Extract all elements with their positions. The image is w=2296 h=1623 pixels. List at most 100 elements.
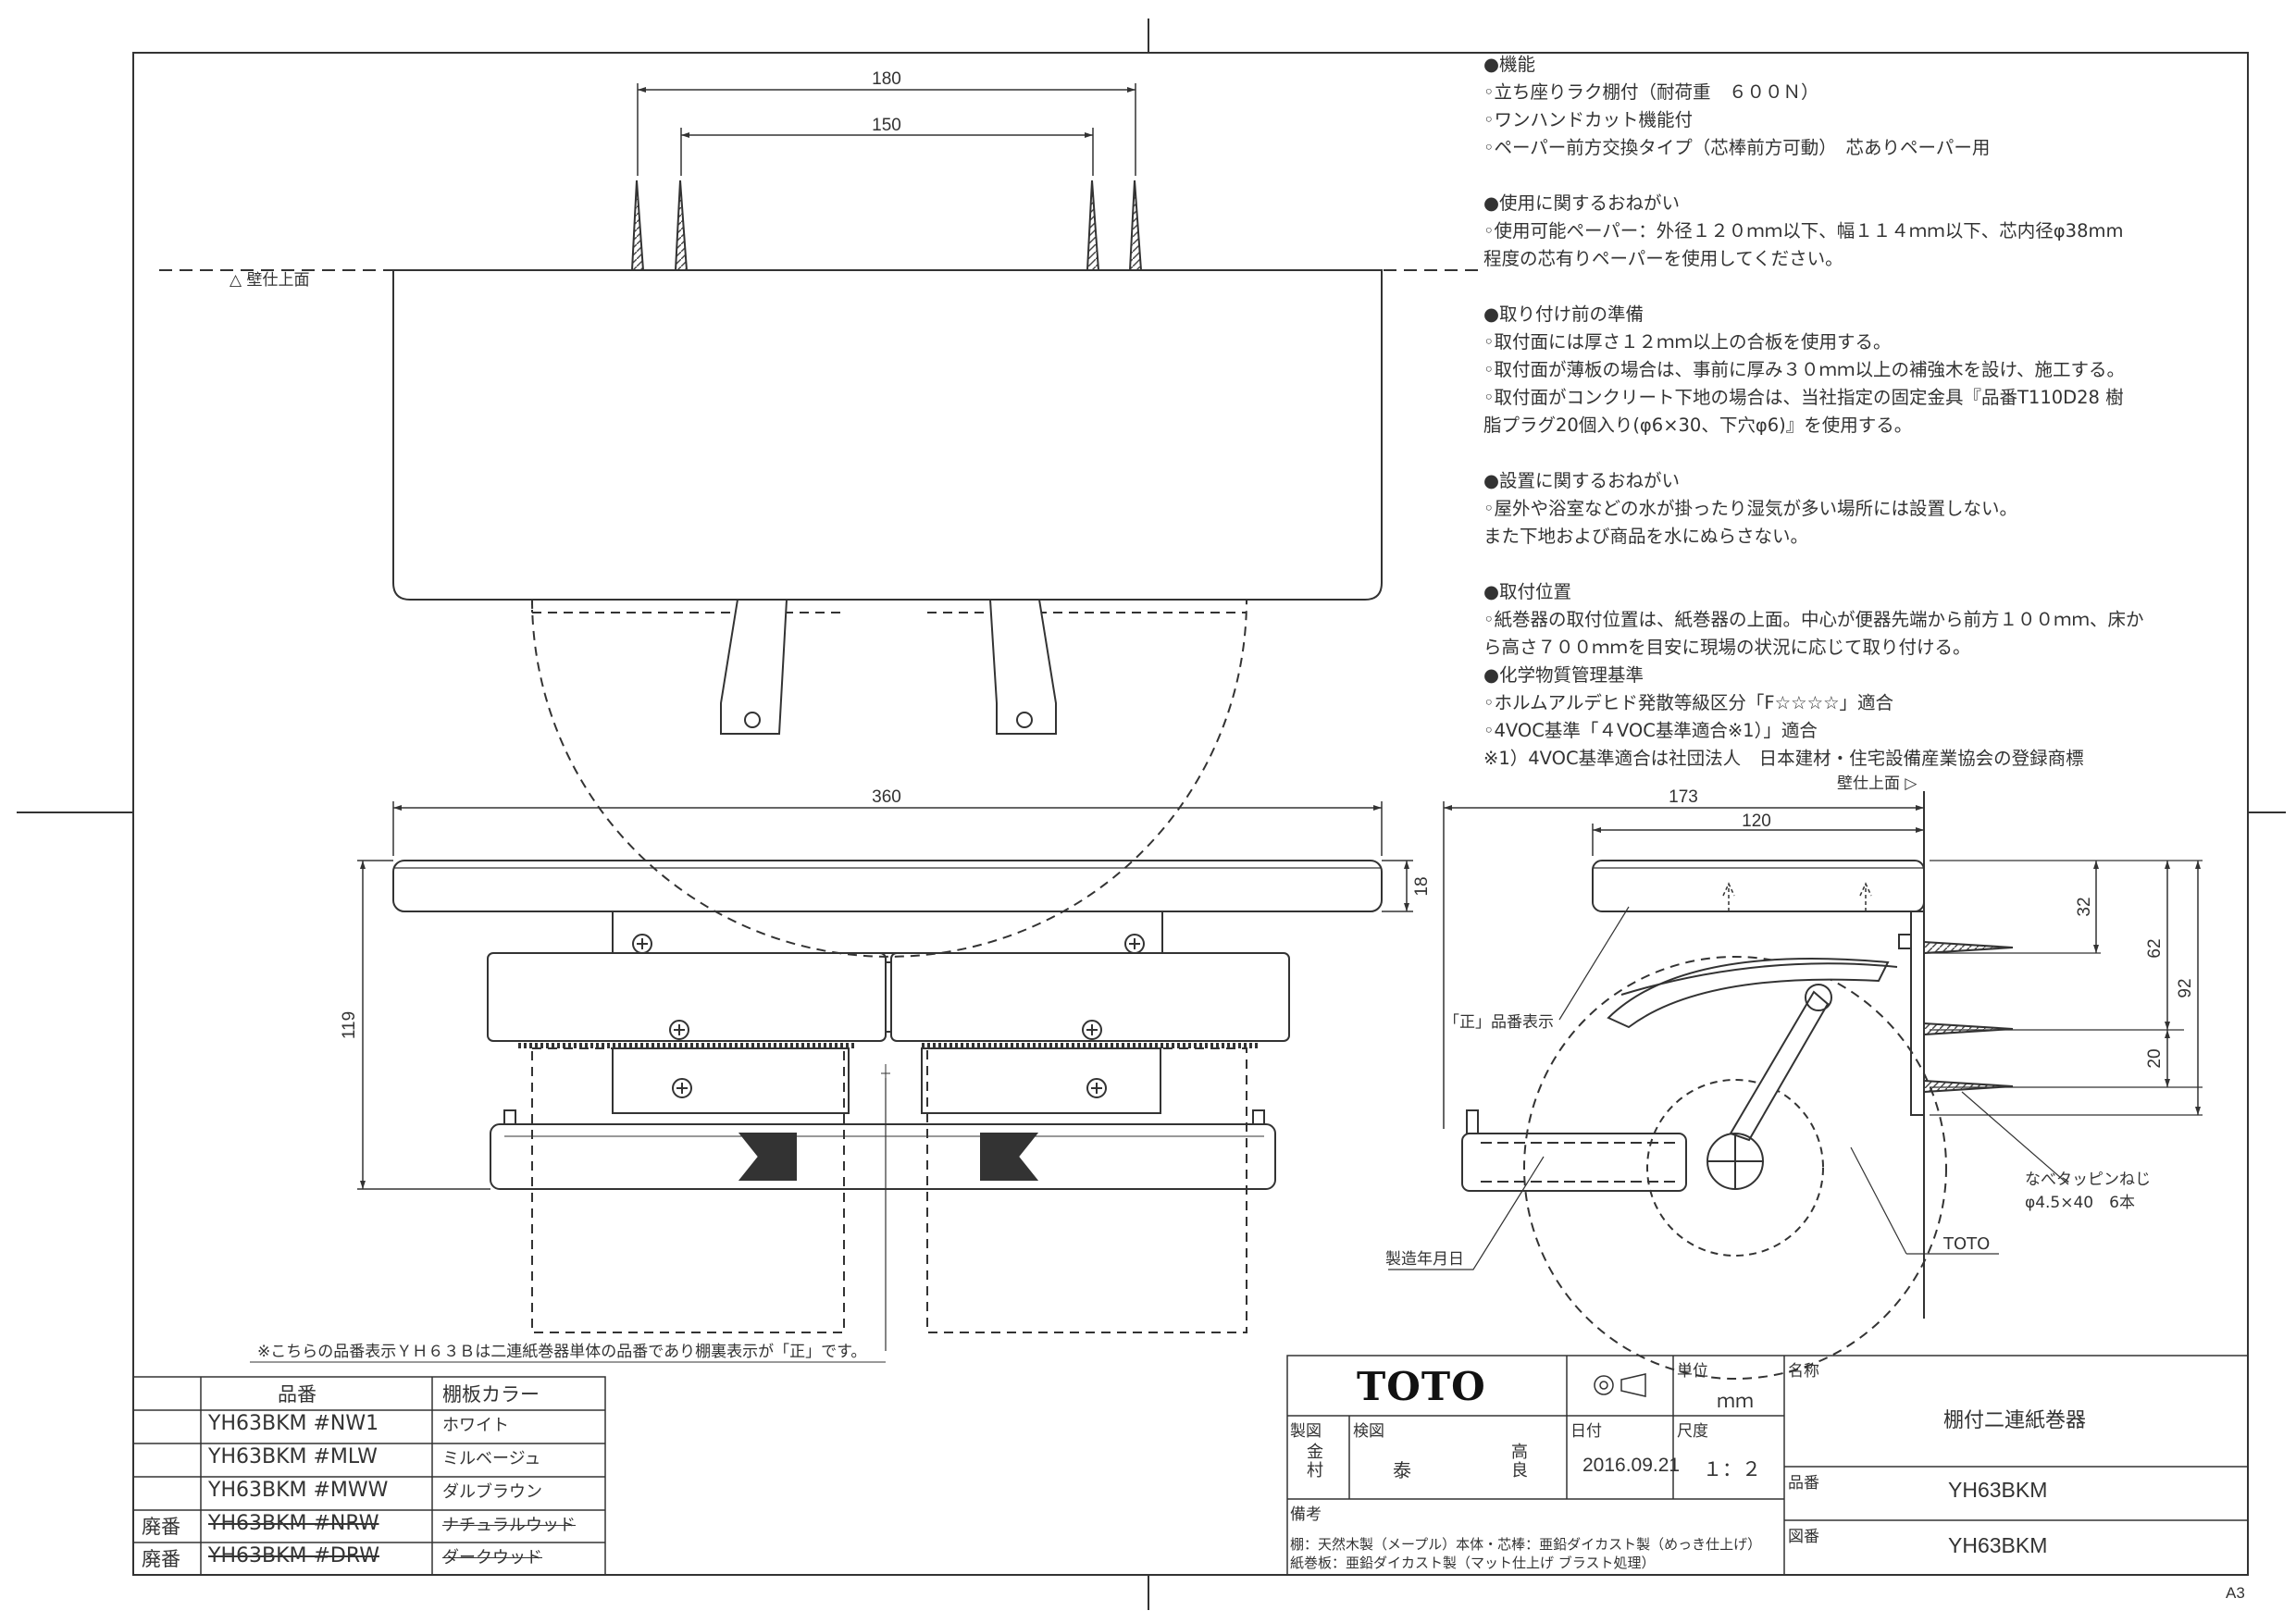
arm-right [988, 599, 1057, 735]
side-screws [1923, 940, 2014, 1094]
note-line: ◦取付面には厚さ１２ｍｍ以上の合板を使用する。 [1483, 331, 1892, 353]
row-status: 廃番 [142, 1548, 180, 1570]
shelf-plan [392, 269, 1383, 601]
row-product-code: YH63BKM #DRW [208, 1544, 379, 1567]
side-cutter [1607, 958, 1890, 1029]
title-block-grid [1286, 1355, 2249, 1576]
footnote-text: ※こちらの品番表示ＹＨ６３Ｂは二連紙巻器単体の品番であり棚裏表示が「正」です。 [257, 1342, 866, 1361]
toto-mark-label: TOTO [1942, 1234, 1990, 1254]
dim-62-label: 62 [2145, 938, 2165, 958]
checked-by-1: 泰 [1393, 1459, 1411, 1481]
note-heading: ●機能 [1483, 54, 1536, 75]
wall-finish-label-side: 壁仕上面 ▷ [1837, 774, 1917, 793]
note-line: ◦4VOC基準「４VOC基準適合※1）」適合 [1483, 720, 1818, 741]
date-value: 2016.09.21 [1582, 1455, 1681, 1476]
table-header-code: 品番 [278, 1383, 316, 1406]
note-line: ◦ホルムアルデヒド発散等級区分「F☆☆☆☆」適合 [1483, 692, 1894, 713]
hidden-roll-right [926, 1047, 1247, 1333]
name-value: 棚付二連紙巻器 [1943, 1409, 2087, 1432]
unit-value: ｍｍ [1717, 1390, 1754, 1412]
cutter-cover-left [487, 952, 887, 1042]
plate-left [612, 1047, 850, 1114]
holder-rod [490, 1123, 1276, 1190]
wall-finish-label-top: △ 壁仕上面 [230, 271, 309, 290]
top-view [159, 83, 1481, 958]
dim-18-label: 18 [1412, 876, 1432, 896]
note-line: ※1）4VOC基準適合は社団法人 日本建材・住宅設備産業協会の登録商標 [1483, 748, 2084, 769]
rod-clip-right [980, 1133, 1039, 1181]
note-line: ◦取付面がコンクリート下地の場合は、当社指定の固定金具『品番T110D28 樹 [1483, 387, 2124, 408]
leader-screw [1961, 1091, 2069, 1185]
leader-toto [1850, 1146, 1907, 1255]
side-arm [1729, 990, 1830, 1142]
row-shelf-color: ダルブラウン [442, 1482, 542, 1502]
note-line: ◦紙巻器の取付位置は、紙巻器の上面。中心が便器先端から前方１００ｍｍ、床か [1483, 609, 2144, 630]
row-status: 廃番 [142, 1516, 180, 1538]
side-rod [1461, 1133, 1687, 1192]
product-mark-label: 「正」品番表示 [1444, 1013, 1554, 1032]
shelf-side [1592, 860, 1925, 912]
note-heading: ●取り付け前の準備 [1483, 304, 1644, 325]
note-heading: ●化学物質管理基準 [1483, 664, 1644, 686]
plate-right [921, 1047, 1161, 1114]
row-product-code: YH63BKM #MLW [208, 1445, 378, 1468]
screw-size-label: φ4.5×40 6本 [2025, 1194, 2135, 1212]
name-label: 名称 [1788, 1362, 1819, 1381]
row-product-code: YH63BKM #NW1 [208, 1412, 379, 1435]
rod-clip-left [738, 1133, 797, 1181]
sheet-frame [17, 19, 2286, 1610]
product-label: 品番 [1788, 1474, 1819, 1493]
dim-92-label: 92 [2176, 978, 2195, 997]
note-line: ◦屋外や浴室などの水が掛ったり湿気が多い場所には設置しない。 [1483, 498, 2018, 519]
note-line: 程度の芯有りペーパーを使用してください。 [1483, 248, 1843, 269]
remarks-label: 備考 [1290, 1505, 1322, 1524]
arm-pivot [1805, 984, 1832, 1011]
date-label: 日付 [1570, 1422, 1602, 1441]
row-product-code: YH63BKM #MWW [208, 1479, 389, 1502]
note-line: ら高さ７００ｍｍを目安に現場の状況に応じて取り付ける。 [1483, 637, 1971, 658]
unit-label: 単位 [1677, 1362, 1708, 1381]
dim-119-label: 119 [340, 1011, 359, 1039]
row-shelf-color: ナチュラルウッド [442, 1516, 576, 1535]
dim-32-label: 32 [2075, 897, 2094, 916]
manufacture-date-label: 製造年月日 [1385, 1250, 1464, 1269]
note-line: ◦取付面が薄板の場合は、事前に厚み３０ｍｍ以上の補強木を設け、施工する。 [1483, 359, 2126, 380]
note-line: ◦ペーパー前方交換タイプ（芯棒前方可動） 芯ありペーパー用 [1483, 137, 1991, 158]
side-bracket [1910, 911, 1925, 1116]
note-line: ◦使用可能ペーパー：外径１２０ｍｍ以下、幅１１４ｍｍ以下、芯内径φ38mm [1483, 220, 2124, 242]
dim-120-label: 120 [1742, 812, 1771, 831]
arm-right-hole [1016, 712, 1033, 728]
sheet-size-label: A3 [2226, 1584, 2245, 1602]
arm-left-hole [744, 712, 761, 728]
table-header-color: 棚板カラー [442, 1383, 540, 1406]
row-shelf-color: ダークウッド [442, 1548, 542, 1567]
dim-150-label: 150 [872, 116, 901, 135]
paper-roll-outline [1523, 956, 1947, 1380]
side-view [1388, 791, 2203, 1380]
leader-product-mark [1558, 906, 1630, 1021]
hidden-roll-left [531, 1047, 845, 1333]
paper-core-outline [1646, 1079, 1824, 1257]
leader-date [1388, 1156, 1545, 1270]
remarks-line-1: 棚：天然木製（メープル）本体・芯棒：亜鉛ダイカスト製（めっき仕上げ） [1290, 1536, 1762, 1553]
color-table-grid [132, 1376, 606, 1576]
checked-by-2: 高良 [1511, 1443, 1528, 1481]
scale-value: １：２ [1703, 1458, 1761, 1481]
drawing-label: 図番 [1788, 1528, 1819, 1546]
scale-label: 尺度 [1677, 1422, 1708, 1441]
cutter-cover-right [890, 952, 1290, 1042]
note-line: また下地および商品を水にぬらさない。 [1483, 526, 1809, 547]
screw-label: なべタッピンねじ [2025, 1171, 2151, 1189]
arm-left [720, 599, 788, 735]
front-view [250, 801, 1413, 1363]
frame-border [132, 52, 2249, 1576]
note-heading: ●設置に関するおねがい [1483, 470, 1681, 491]
note-line: ◦ワンハンドカット機能付 [1483, 109, 1694, 130]
dim-173-label: 173 [1669, 787, 1698, 807]
dim-20-label: 20 [2145, 1048, 2165, 1068]
drawn-label: 製図 [1290, 1422, 1322, 1441]
row-shelf-color: ホワイト [442, 1416, 509, 1435]
note-line: ◦立ち座りラク棚付（耐荷重 ６００Ｎ） [1483, 81, 1819, 103]
note-heading: ●使用に関するおねがい [1483, 192, 1681, 214]
